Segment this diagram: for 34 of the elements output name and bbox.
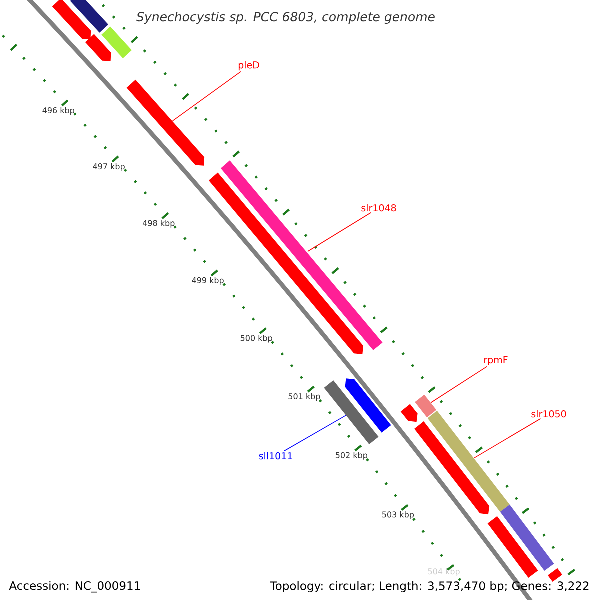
gene-label: slr1050 bbox=[532, 410, 566, 418]
tick-label: 498 kbp bbox=[142, 220, 175, 228]
gene-label: sll1011 bbox=[259, 452, 292, 460]
gene-bar bbox=[488, 516, 538, 578]
gene-bar bbox=[428, 410, 510, 512]
leader-line bbox=[284, 415, 347, 452]
leader-line bbox=[430, 366, 488, 404]
tick-label: 502 kbp bbox=[336, 452, 368, 460]
title: Synechocystis sp. PCC 6803, complete genome bbox=[136, 12, 435, 24]
gene-label: rpmF bbox=[484, 356, 508, 366]
leader-line bbox=[474, 418, 542, 459]
gene-bar bbox=[548, 568, 562, 582]
footer-text: Accession: NC_000911 bbox=[9, 581, 140, 593]
tick-label: 499 kbp bbox=[192, 277, 224, 286]
gene-bar bbox=[500, 504, 554, 571]
leader-line bbox=[172, 71, 242, 122]
gene-bar bbox=[345, 378, 392, 433]
gene-bar bbox=[324, 380, 379, 444]
gene-label: slr1048 bbox=[362, 204, 396, 212]
footer-text: Topology: circular; Length: 3,573,470 bp; Genes: 3,222 bbox=[270, 581, 589, 593]
gene-bar bbox=[85, 34, 112, 62]
gene-bar bbox=[415, 394, 437, 418]
gene-bar bbox=[400, 404, 418, 422]
leader-line bbox=[308, 212, 372, 252]
tick-label: 500 kbp bbox=[240, 335, 272, 343]
gene-bar bbox=[126, 80, 205, 166]
gene-bar bbox=[70, 0, 109, 33]
gene-bar bbox=[414, 422, 490, 515]
tick-label: 503 kbp bbox=[382, 512, 414, 520]
gene-bar bbox=[52, 0, 92, 40]
gene-label: pleD bbox=[238, 61, 260, 71]
tick-label: 496 kbp bbox=[42, 107, 74, 116]
gene-bar bbox=[102, 26, 132, 58]
tick-label: 497 kbp bbox=[93, 163, 125, 172]
